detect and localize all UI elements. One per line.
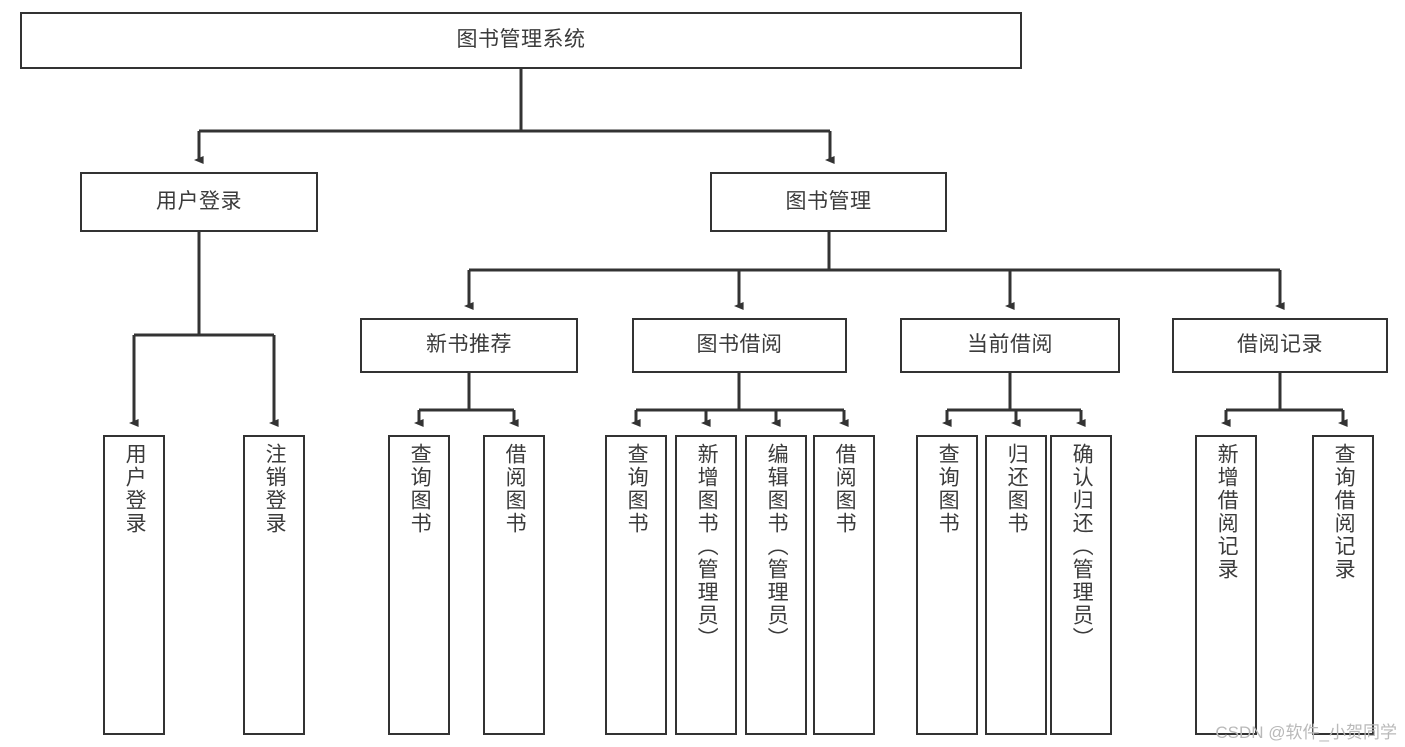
node-current-borrow[interactable]: 当前借阅 bbox=[900, 318, 1120, 373]
node-leaf-confirm-return-label: 确认归还（管理员） bbox=[1070, 443, 1094, 650]
node-leaf-user-login-label: 用户登录 bbox=[123, 443, 147, 535]
node-borrow-record-label: 借阅记录 bbox=[1237, 333, 1323, 357]
node-leaf-query-book-borrow-label: 查询图书 bbox=[625, 443, 649, 535]
node-leaf-confirm-return[interactable]: 确认归还（管理员） bbox=[1050, 435, 1112, 735]
node-leaf-query-book-borrow[interactable]: 查询图书 bbox=[605, 435, 667, 735]
node-leaf-return-book-label: 归还图书 bbox=[1005, 443, 1029, 535]
node-leaf-query-borrow-record[interactable]: 查询借阅记录 bbox=[1312, 435, 1374, 735]
node-user-login-label: 用户登录 bbox=[156, 189, 242, 213]
node-book-manage-label: 图书管理 bbox=[785, 189, 872, 213]
node-leaf-query-book-recommend[interactable]: 查询图书 bbox=[388, 435, 450, 735]
node-leaf-logout-label: 注销登录 bbox=[263, 443, 287, 535]
node-leaf-user-login[interactable]: 用户登录 bbox=[103, 435, 165, 735]
node-leaf-borrow-book-label: 借阅图书 bbox=[833, 443, 857, 535]
node-leaf-borrow-book-recommend[interactable]: 借阅图书 bbox=[483, 435, 545, 735]
node-leaf-return-book[interactable]: 归还图书 bbox=[985, 435, 1047, 735]
node-leaf-add-borrow-record[interactable]: 新增借阅记录 bbox=[1195, 435, 1257, 735]
node-leaf-borrow-book[interactable]: 借阅图书 bbox=[813, 435, 875, 735]
node-leaf-query-book-current-label: 查询图书 bbox=[936, 443, 960, 535]
node-leaf-edit-book[interactable]: 编辑图书（管理员） bbox=[745, 435, 807, 735]
node-leaf-add-book-label: 新增图书（管理员） bbox=[695, 443, 719, 650]
node-book-borrow[interactable]: 图书借阅 bbox=[632, 318, 847, 373]
node-leaf-borrow-book-recommend-label: 借阅图书 bbox=[503, 443, 527, 535]
node-root[interactable]: 图书管理系统 bbox=[20, 12, 1022, 69]
node-borrow-record[interactable]: 借阅记录 bbox=[1172, 318, 1388, 373]
node-user-login[interactable]: 用户登录 bbox=[80, 172, 318, 232]
node-leaf-query-borrow-record-label: 查询借阅记录 bbox=[1332, 443, 1356, 581]
node-leaf-logout[interactable]: 注销登录 bbox=[243, 435, 305, 735]
node-new-book-recommend-label: 新书推荐 bbox=[426, 333, 512, 357]
node-new-book-recommend[interactable]: 新书推荐 bbox=[360, 318, 578, 373]
node-current-borrow-label: 当前借阅 bbox=[967, 333, 1053, 357]
watermark: CSDN @软件_小贺同学 bbox=[1215, 723, 1397, 742]
node-leaf-query-book-current[interactable]: 查询图书 bbox=[916, 435, 978, 735]
node-root-label: 图书管理系统 bbox=[456, 28, 586, 52]
node-book-borrow-label: 图书借阅 bbox=[696, 333, 783, 357]
node-leaf-edit-book-label: 编辑图书（管理员） bbox=[765, 443, 789, 650]
node-leaf-add-borrow-record-label: 新增借阅记录 bbox=[1215, 443, 1239, 581]
node-leaf-add-book[interactable]: 新增图书（管理员） bbox=[675, 435, 737, 735]
node-leaf-query-book-recommend-label: 查询图书 bbox=[408, 443, 432, 535]
node-book-manage[interactable]: 图书管理 bbox=[710, 172, 947, 232]
